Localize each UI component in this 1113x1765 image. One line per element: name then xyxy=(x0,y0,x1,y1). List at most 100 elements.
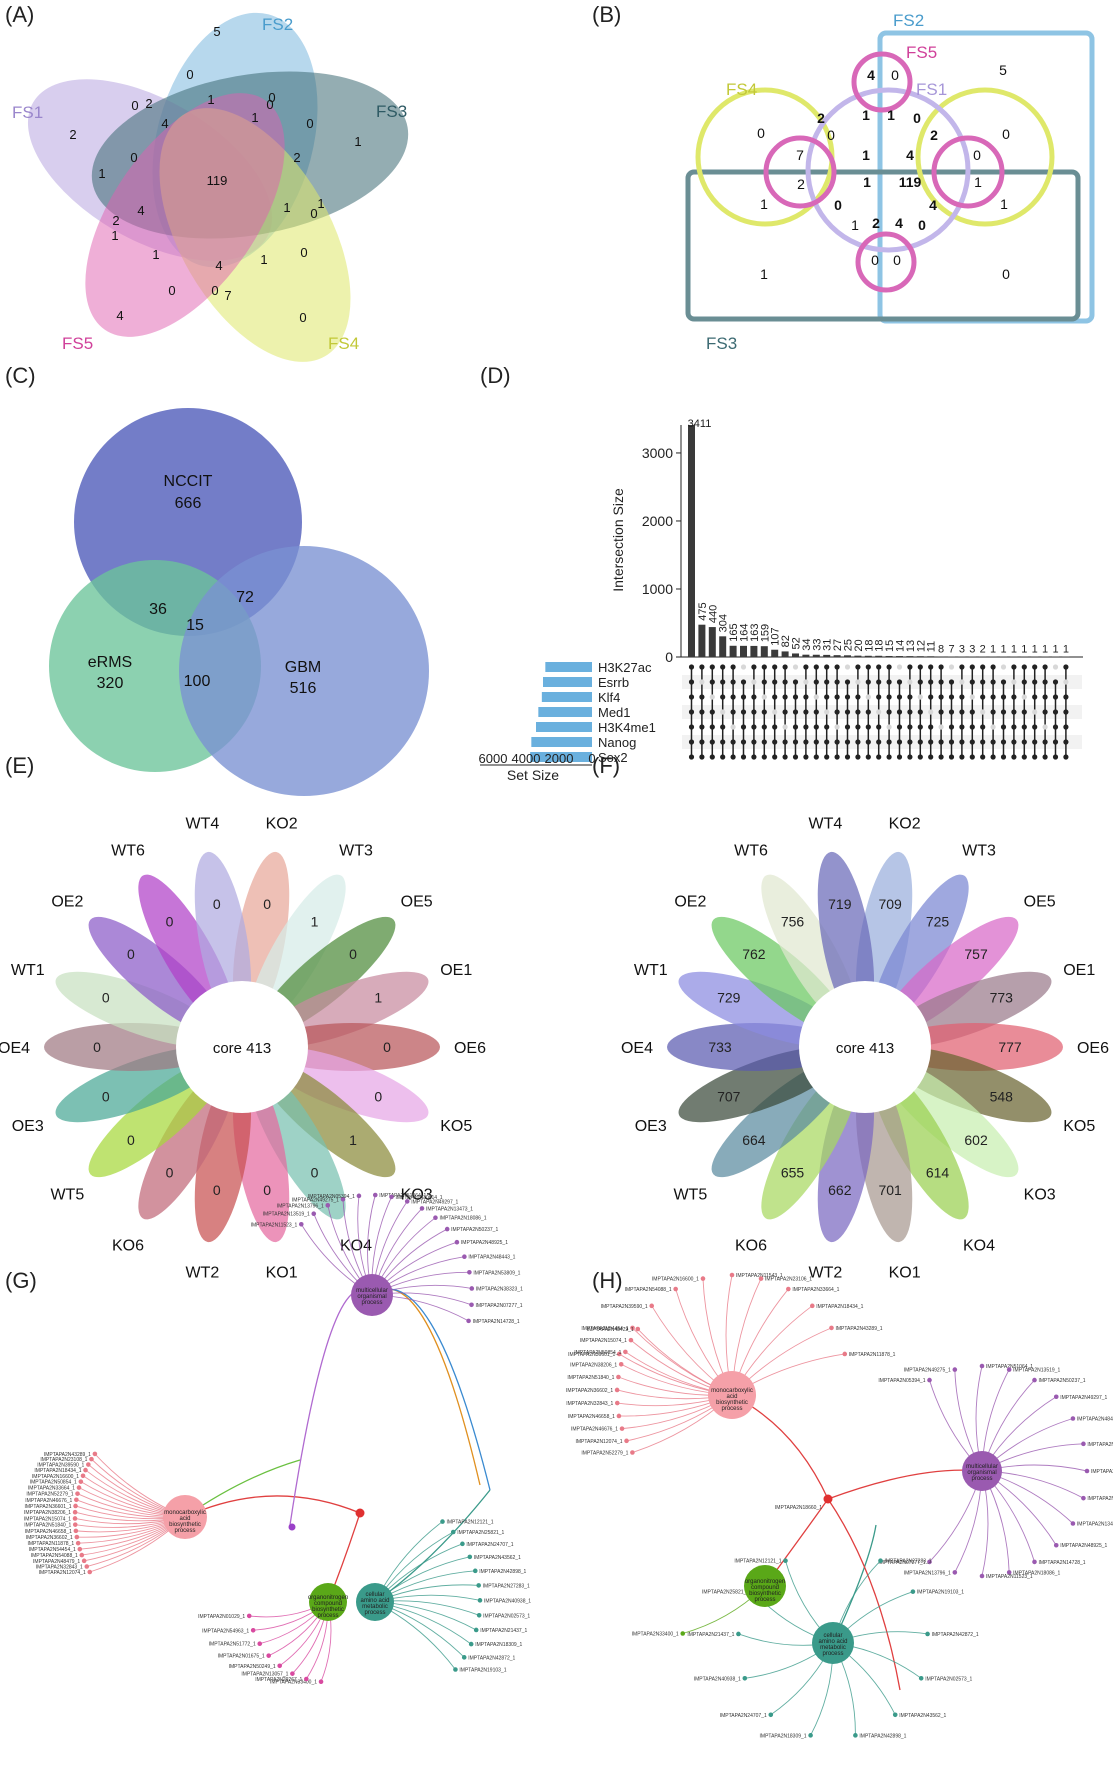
upset-bar xyxy=(1062,656,1070,657)
network-hub-label: acid xyxy=(179,1516,190,1522)
upset-bar xyxy=(885,655,893,657)
flower-petal-value: 709 xyxy=(878,896,902,912)
network-leaf-label: IMPTAPA2N53809_1 xyxy=(1087,1442,1113,1448)
panel-label-d: (D) xyxy=(480,363,511,388)
venn-c-erms-name: eRMS xyxy=(88,654,132,671)
network-leaf-node xyxy=(680,1631,686,1636)
network-leaf-node xyxy=(842,1351,848,1357)
flower-petal-value: 1 xyxy=(311,913,319,929)
flower-petal-value: 655 xyxy=(781,1165,805,1181)
venn-a-count: 1 xyxy=(317,196,324,211)
network-leaf-label: IMPTAPA2N15074_1 xyxy=(24,1516,71,1522)
upset-matrix-dot xyxy=(688,754,695,760)
flower-petal-value: 0 xyxy=(127,946,135,962)
venn-b-label-fs3: FS3 xyxy=(706,334,737,353)
venn-c-gbm-value: 516 xyxy=(290,680,317,697)
upset-bar-label: 3 xyxy=(969,644,975,656)
network-h: IMPTAPA2N36601_1IMPTAPA2N54454_1IMPTAPA2… xyxy=(566,1272,1113,1739)
upset-matrix-dot xyxy=(855,679,861,685)
upset-set-tick: 0 xyxy=(588,751,595,766)
flower-petal-value: 602 xyxy=(964,1132,988,1148)
flower-petal-value: 0 xyxy=(374,1089,382,1105)
upset-matrix-dot xyxy=(834,709,840,715)
flower-petal-value: 662 xyxy=(828,1182,852,1198)
upset-matrix-dot xyxy=(699,754,705,760)
venn-b-count: 4 xyxy=(867,67,875,83)
venn-a-count: 2 xyxy=(145,96,152,111)
upset-matrix-dot xyxy=(761,754,767,760)
network-leaf-label: IMPTAPA2N19103_1 xyxy=(917,1590,964,1596)
upset-matrix-dot xyxy=(928,709,934,715)
upset-matrix-dot xyxy=(740,754,747,760)
flower-petal-value: 0 xyxy=(383,1039,391,1055)
flower-petal-name: OE2 xyxy=(674,893,706,910)
network-leaf-node xyxy=(952,1367,958,1372)
upset-matrix-dot xyxy=(803,724,809,730)
upset-matrix-dot xyxy=(751,664,757,670)
venn-a-count: 1 xyxy=(111,228,118,243)
upset-matrix-dot xyxy=(855,664,861,670)
upset-matrix-dot xyxy=(938,694,944,700)
venn-a-count: 5 xyxy=(213,24,220,39)
upset-matrix-dot xyxy=(938,664,944,670)
upset-matrix-dot xyxy=(844,679,851,685)
venn-a-count: 2 xyxy=(293,150,300,165)
venn-a-count: 1 xyxy=(207,92,214,107)
upset-matrix-dot xyxy=(969,724,975,730)
upset-matrix-dot xyxy=(907,679,913,685)
venn-b-count: 5 xyxy=(999,62,1007,78)
network-leaf-label: IMPTAPA2N38206_1 xyxy=(24,1510,71,1516)
panel-label-c: (C) xyxy=(5,363,36,388)
flower-petal-value: 773 xyxy=(990,989,1014,1005)
upset-matrix-dot xyxy=(928,754,934,760)
network-leaf-label: IMPTAPA2N33664_1 xyxy=(792,1287,839,1293)
upset-matrix-dot xyxy=(907,739,913,745)
network-hub-label: biosynthetic xyxy=(169,1522,201,1528)
network-leaf-label: IMPTAPA2N51772_1 xyxy=(209,1642,256,1648)
network-leaf-label: IMPTAPA2N48479_1 xyxy=(587,1327,634,1333)
upset-matrix-dot xyxy=(1052,754,1059,760)
upset-matrix-dot xyxy=(1011,739,1017,745)
network-leaf-node xyxy=(81,1558,87,1564)
upset-matrix-dot xyxy=(855,709,861,715)
upset-matrix-dot xyxy=(824,754,830,760)
upset-matrix-dot xyxy=(959,664,965,670)
upset-matrix-dot xyxy=(730,724,736,730)
venn-b-count: 0 xyxy=(834,197,842,213)
venn-a-count: 2 xyxy=(69,127,76,142)
network-hub-label: biosynthetic xyxy=(749,1591,781,1597)
network-leaf-label: IMPTAPA2N11878_1 xyxy=(27,1541,74,1547)
network-leaf-label: IMPTAPA2N49297_1 xyxy=(411,1199,458,1205)
upset-bar-label: 1 xyxy=(1032,644,1038,656)
flower-petal-name: OE1 xyxy=(1063,962,1095,979)
upset-matrix-dot xyxy=(834,664,840,670)
network-leaf-node xyxy=(318,1679,324,1684)
upset-matrix-dot xyxy=(990,664,996,670)
upset-matrix-dot xyxy=(990,679,996,685)
flower-petal-value: 0 xyxy=(102,1089,110,1105)
upset-matrix-dot xyxy=(948,739,955,745)
venn-a-count: 1 xyxy=(152,247,159,262)
network-leaf-label: IMPTAPA2N54454_1 xyxy=(29,1547,76,1553)
venn-a-count: 0 xyxy=(268,90,275,105)
upset-matrix-dot xyxy=(1011,709,1017,715)
upset-matrix-dot xyxy=(824,679,830,685)
venn-a-label-fs2: FS2 xyxy=(262,15,293,34)
network-leaf-node xyxy=(78,1479,84,1484)
upset-matrix-dot xyxy=(980,739,986,745)
network-leaf-label: IMPTAPA2N13473_1 xyxy=(426,1206,473,1212)
upset-bar xyxy=(844,655,851,657)
upset-matrix-dot xyxy=(938,754,944,760)
flower-petal-value: 0 xyxy=(127,1132,135,1148)
network-leaf-node xyxy=(473,1627,479,1633)
upset-matrix-dot xyxy=(761,724,767,730)
upset-matrix-dot xyxy=(740,664,747,670)
upset-matrix-dot xyxy=(865,739,871,745)
flower-petal-name: KO3 xyxy=(1024,1187,1056,1204)
network-leaf-label: IMPTAPA2N42898_1 xyxy=(479,1569,526,1575)
venn-a-count: 1 xyxy=(354,134,361,149)
network-leaf-node xyxy=(910,1589,916,1594)
upset-matrix-dot xyxy=(855,694,861,700)
